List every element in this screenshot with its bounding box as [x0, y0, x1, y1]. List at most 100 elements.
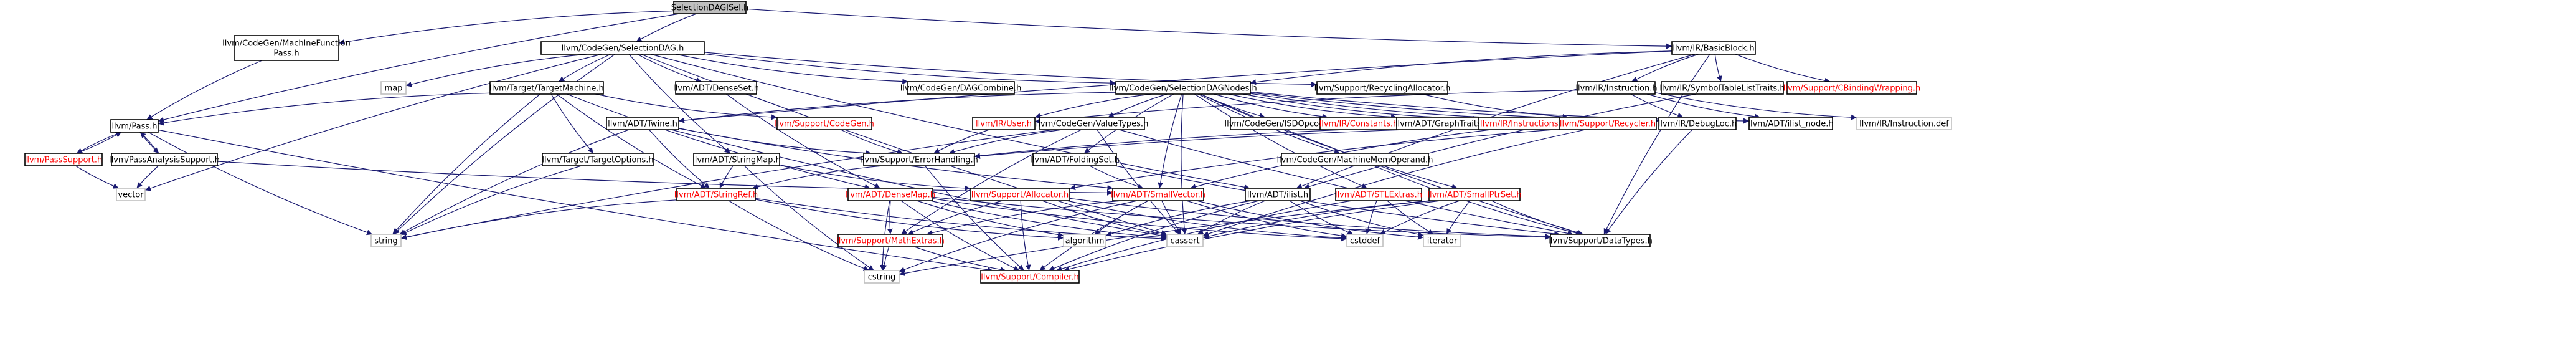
- node-errh[interactable]: llvm/Support/ErrorHandling.h: [860, 153, 978, 166]
- edge-root-to-mfp: [338, 10, 674, 45]
- node-pasup[interactable]: llvm/PassAnalysisSupport.h: [109, 153, 220, 166]
- node-box: [1281, 153, 1429, 166]
- edge-twine-to-errh: [678, 128, 872, 156]
- edge-recyc-to-errh: [974, 125, 1560, 159]
- edge-mfp-to-pass: [146, 60, 263, 120]
- node-alloc[interactable]: llvm/Support/Allocator.h: [970, 188, 1070, 201]
- edge-bb-to-dtypes: [1603, 54, 1710, 235]
- node-box: [111, 153, 218, 166]
- node-label: llvm/ADT/STLExtras.h: [1335, 191, 1422, 200]
- node-cgen[interactable]: llvm/Support/CodeGen.h: [775, 117, 874, 130]
- node-ralloc[interactable]: llvm/Support/RecyclingAllocator.h: [1314, 81, 1451, 95]
- node-ilist[interactable]: llvm/ADT/ilist.h: [1245, 188, 1311, 201]
- node-vt[interactable]: llvm/CodeGen/ValueTypes.h: [1036, 117, 1149, 130]
- edge-tm-to-topt: [550, 93, 594, 154]
- node-box: [693, 153, 780, 166]
- node-smap[interactable]: llvm/ADT/StringMap.h: [692, 153, 781, 166]
- node-svec[interactable]: llvm/ADT/SmallVector.h: [1111, 188, 1205, 201]
- edge-sref-to-cassert: [755, 198, 1168, 242]
- edge-stlx-to-comp: [1056, 200, 1352, 272]
- node-label: llvm/ADT/GraphTraits.h: [1395, 120, 1489, 129]
- node-consts[interactable]: llvm/IR/Constants.h: [1319, 117, 1399, 130]
- edge-sdag-to-ilist: [650, 54, 1250, 190]
- node-sptr[interactable]: llvm/ADT/SmallPtrSet.h: [1427, 188, 1522, 201]
- node-label: llvm/ADT/FoldingSet.h: [1030, 156, 1120, 165]
- node-comp[interactable]: llvm/Support/Compiler.h: [980, 270, 1080, 284]
- node-box: [1166, 234, 1204, 247]
- node-recyc[interactable]: llvm/Support/Recycler.h: [1559, 117, 1657, 130]
- node-label: llvm/IR/Instruction.h: [1575, 84, 1657, 93]
- node-dmap[interactable]: llvm/ADT/DenseMap.h: [846, 188, 935, 201]
- node-sdn[interactable]: llvm/CodeGen/SelectionDAGNodes.h: [1109, 81, 1257, 95]
- node-user[interactable]: llvm/IR/User.h: [972, 117, 1036, 130]
- node-dtypes[interactable]: llvm/Support/DataTypes.h: [1548, 234, 1653, 247]
- node-label: llvm/ADT/SmallVector.h: [1111, 191, 1205, 200]
- edge-alloc-to-comp: [1020, 200, 1031, 271]
- edge-fset-to-svec: [1089, 165, 1144, 189]
- node-mmo[interactable]: llvm/CodeGen/MachineMemOperand.h: [1277, 153, 1433, 166]
- node-label: llvm/ADT/StringRef.h: [674, 191, 758, 200]
- node-topt[interactable]: llvm/Target/TargetOptions.h: [542, 153, 654, 166]
- edge-sptr-to-cstring: [899, 200, 1430, 276]
- edge-root-to-pass: [158, 13, 680, 123]
- node-isd[interactable]: llvm/CodeGen/ISDOpcodes.h: [1224, 117, 1341, 130]
- node-sdag[interactable]: llvm/CodeGen/SelectionDAG.h: [540, 41, 705, 55]
- edge-tm-to-sref: [556, 93, 707, 189]
- node-box: [864, 270, 900, 284]
- node-label: llvm/Support/RecyclingAllocator.h: [1314, 84, 1451, 93]
- edge-cgen-to-errh: [840, 129, 903, 155]
- node-pass[interactable]: llvm/Pass.h: [110, 119, 159, 133]
- node-box: [1428, 188, 1521, 201]
- node-dloc[interactable]: llvm/IR/DebugLoc.h: [1658, 117, 1737, 130]
- node-bb[interactable]: llvm/IR/BasicBlock.h: [1671, 41, 1756, 55]
- edge-svec-to-cassert: [1161, 200, 1182, 235]
- node-sref[interactable]: llvm/ADT/StringRef.h: [674, 188, 758, 201]
- edge-sdn-to-user: [1034, 93, 1152, 118]
- node-dagc[interactable]: llvm/CodeGen/DAGCombine.h: [900, 81, 1022, 95]
- edge-pasup-to-vector: [136, 165, 159, 189]
- node-fset[interactable]: llvm/ADT/FoldingSet.h: [1030, 153, 1120, 166]
- node-root[interactable]: SelectionDAGISel.h: [671, 1, 749, 14]
- node-label: llvm/Target/TargetMachine.h: [489, 84, 604, 93]
- edge-stlx-to-cstddef: [1365, 200, 1377, 235]
- node-box: [110, 119, 159, 133]
- node-label: llvm/Support/DataTypes.h: [1548, 237, 1653, 246]
- node-label: llvm/IR/Instruction.def: [1859, 120, 1949, 129]
- node-box: [1658, 117, 1737, 130]
- node-box: [489, 81, 604, 95]
- edge-recyc-to-cassert: [1202, 129, 1586, 237]
- edge-inst-to-idef: [1654, 92, 1857, 120]
- node-box: [1786, 81, 1917, 95]
- edge-ilist-to-cstddef: [1289, 200, 1354, 235]
- edge-dmap-to-cassert: [930, 200, 1168, 241]
- node-stlx[interactable]: llvm/ADT/STLExtras.h: [1335, 188, 1422, 201]
- edge-tm-to-dmap: [567, 93, 870, 190]
- node-mext[interactable]: llvm/Support/MathExtras.h: [836, 234, 945, 247]
- node-vector: vector: [116, 188, 146, 201]
- node-tm[interactable]: llvm/Target/TargetMachine.h: [489, 81, 604, 95]
- node-inst[interactable]: llvm/IR/Instruction.h: [1575, 81, 1658, 95]
- node-box: [542, 153, 654, 166]
- node-psup[interactable]: llvm/PassSupport.h: [24, 153, 103, 166]
- node-box: [1335, 188, 1422, 201]
- node-twine[interactable]: llvm/ADT/Twine.h: [606, 117, 679, 130]
- edge-sdag-to-dagc: [675, 54, 908, 85]
- node-label: llvm/ADT/ilist_node.h: [1748, 120, 1833, 129]
- edge-pass-to-psup: [76, 132, 122, 154]
- edge-symw-to-ilist: [1303, 93, 1697, 189]
- node-dset[interactable]: llvm/ADT/DenseSet.h: [673, 81, 759, 95]
- node-gtraits[interactable]: llvm/ADT/GraphTraits.h: [1395, 117, 1489, 130]
- edge-psup-to-vector: [75, 165, 119, 189]
- node-instrs[interactable]: llvm/IR/Instructions.h: [1478, 117, 1568, 130]
- node-ilnode[interactable]: llvm/ADT/ilist_node.h: [1748, 117, 1834, 130]
- edge-ilist-to-comp: [1048, 200, 1259, 271]
- node-label: llvm/Support/ErrorHandling.h: [860, 156, 978, 165]
- node-box: [1577, 81, 1656, 95]
- node-symw[interactable]: llvm/IR/SymbolTableListTraits.h: [1659, 81, 1785, 95]
- edge-bb-to-cbind: [1735, 54, 1831, 84]
- node-cbind[interactable]: llvm/Support/CBindingWrapping.h: [1783, 81, 1921, 95]
- node-label: SelectionDAGISel.h: [671, 4, 749, 13]
- node-label: llvm/Pass.h: [111, 122, 157, 132]
- edge-pasup-to-pass: [139, 132, 159, 154]
